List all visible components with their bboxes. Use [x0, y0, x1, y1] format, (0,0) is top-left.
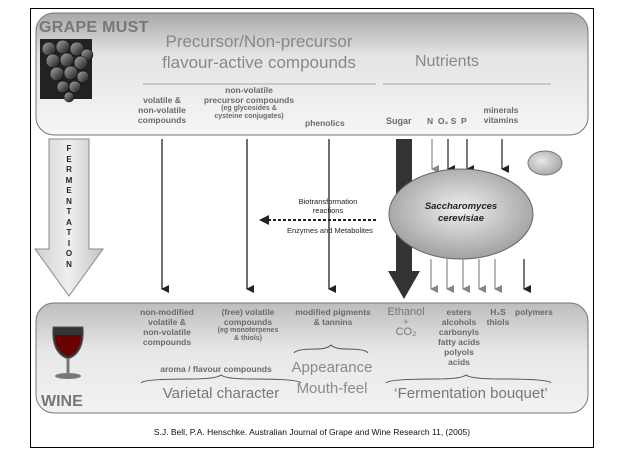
col-sugar: Sugar — [386, 116, 412, 126]
wine-label: WINE — [41, 393, 83, 410]
varietal-character: Varietal character — [162, 385, 280, 402]
col-nonvolatile-line-2: precursor compounds — [203, 95, 295, 105]
biotransformation-line-1: Biotransformation — [298, 197, 358, 206]
col-nonmodified-line-3: non-volatile — [143, 327, 191, 337]
yeast-bud — [527, 150, 563, 176]
yeast-cell — [388, 168, 534, 260]
col-minerals-line-2: vitamins — [483, 115, 519, 125]
col-nonmodified: non-modified volatile & non-volatile com… — [127, 307, 207, 347]
col-phenolics: phenolics — [305, 118, 345, 128]
esters-line-6: acids — [448, 357, 470, 367]
h2s-line-2: thiols — [486, 317, 510, 327]
col-nonvolatile: non-volatile precursor compounds (eg gly… — [197, 85, 301, 121]
yeast-label: Saccharomyces cerevisiae — [401, 201, 521, 225]
aroma-label: aroma / flavour compounds — [160, 364, 272, 374]
esters-line-3: carbonyls — [438, 327, 480, 337]
fermentation-bouquet: ‘Fermentation bouquet’ — [394, 385, 548, 402]
col-minerals-line-1: minerals — [483, 105, 519, 115]
col-nonvolatile-eg-1: (eg glycosides & — [221, 105, 277, 112]
col-pigments-line-1: modified pigments — [295, 307, 371, 317]
grape-must-title: GRAPE MUST — [39, 19, 149, 36]
biotransformation-line-2: reactions — [312, 206, 344, 215]
yeast-line-2: cerevisiae — [438, 213, 484, 224]
col-free-volatile: (free) volatile compounds (eg monoterpen… — [205, 307, 291, 343]
fermentation-letter: F — [66, 144, 72, 153]
plus-sign: + — [403, 317, 409, 327]
col-pigments-line-2: & tannins — [313, 317, 353, 327]
col-polymers: polymers — [515, 307, 553, 317]
fermentation-letter: A — [66, 217, 72, 227]
col-volatile-line-3: compounds — [137, 115, 187, 125]
fermentation-letter: M — [65, 175, 73, 185]
fermentation-letter: N — [66, 196, 72, 206]
ethanol-block: Ethanol + CO₂ — [381, 307, 431, 338]
col-nos: N O₂ S P — [427, 116, 467, 126]
fermentation-arrow — [34, 138, 104, 297]
esters-line-1: esters — [446, 307, 472, 317]
col-nonvolatile-line-1: non-volatile — [225, 85, 273, 95]
esters-line-2: alcohols — [441, 317, 477, 327]
grape-must-box — [35, 12, 589, 136]
col-nonmodified-line-4: compounds — [142, 337, 192, 347]
precursor-heading: Precursor/Non-precursor flavour-active c… — [139, 31, 379, 73]
fermentation-letter: I — [67, 238, 71, 248]
diagram-graphics — [34, 12, 589, 414]
esters-line-4: fatty acids — [437, 337, 481, 347]
fermentation-letter: T — [66, 207, 72, 216]
col-nonvolatile-eg-2: cysteine conjugates) — [214, 113, 284, 120]
col-nonmodified-line-1: non-modified — [140, 307, 194, 317]
col-pigments: modified pigments & tannins — [287, 307, 379, 327]
fermentation-letter: T — [66, 228, 72, 237]
citation: S.J. Bell, P.A. Henschke. Australian Jou… — [153, 427, 471, 437]
ethanol-label: Ethanol — [387, 306, 425, 318]
col-nonmodified-line-2: volatile & — [148, 317, 186, 327]
col-free-eg-2: & thiols) — [234, 335, 262, 342]
col-free-line-2: compounds — [223, 317, 273, 327]
biotransformation-label: Biotransformation reactions — [283, 197, 373, 215]
col-h2s: H₂S thiols — [481, 307, 515, 327]
col-minerals: minerals vitamins — [471, 105, 531, 125]
grape-icon — [40, 39, 94, 103]
wine-box — [35, 302, 589, 414]
fermentation-letter: E — [66, 186, 72, 195]
nutrients-heading: Nutrients — [415, 53, 480, 70]
col-volatile-line-2: non-volatile — [138, 105, 186, 115]
fermentation-letter: E — [66, 154, 72, 164]
enzymes-label: Enzymes and Metabolites — [287, 226, 373, 235]
col-volatile-line-1: volatile & — [143, 95, 181, 105]
fermentation-letter: R — [66, 165, 72, 174]
col-free-eg-1: (eg monoterpenes — [217, 327, 279, 334]
col-volatile: volatile & non-volatile compounds — [127, 95, 197, 125]
h2s-line-1: H₂S — [490, 307, 506, 317]
yeast-line-1: Saccharomyces — [424, 201, 498, 212]
precursor-line-1: Precursor/Non-precursor — [165, 32, 353, 51]
col-free-line-1: (free) volatile — [221, 307, 275, 317]
appearance-label: Appearance — [291, 359, 373, 376]
mouthfeel-label: Mouth-feel — [296, 380, 368, 397]
fermentation-letter: N — [66, 259, 72, 269]
wine-glass-icon — [52, 326, 84, 379]
fermentation-label: F E R M E N T A T I O N — [61, 144, 77, 270]
figure-frame: GRAPE MUST Precursor/Non-precursor flavo… — [30, 8, 594, 448]
precursor-line-2: flavour-active compounds — [162, 53, 356, 72]
col-esters: esters alcohols carbonyls fatty acids po… — [429, 307, 489, 367]
co2-label: CO₂ — [395, 326, 417, 338]
esters-line-5: polyols — [444, 347, 474, 357]
fermentation-letter: O — [65, 249, 73, 258]
